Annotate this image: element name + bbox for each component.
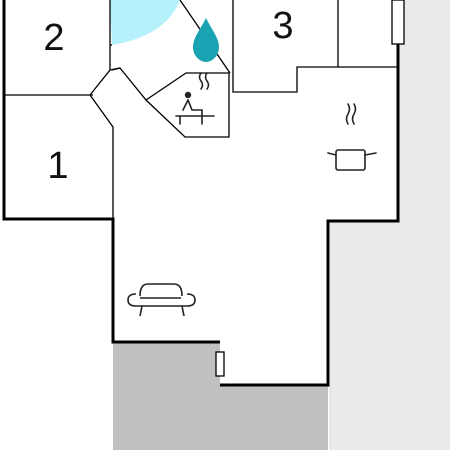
door-bottom [215, 351, 225, 377]
pool-icon [110, 0, 180, 45]
house-floor [4, 0, 398, 385]
kitchen-pot-icon [327, 103, 377, 171]
sauna-icon [175, 72, 215, 125]
sofa-icon [127, 283, 196, 317]
water-drop-icon [193, 18, 219, 62]
room-label-3: 3 [272, 5, 293, 47]
window-right [391, 0, 405, 45]
room-label-1: 1 [47, 145, 68, 187]
room-label-2: 2 [43, 17, 64, 59]
